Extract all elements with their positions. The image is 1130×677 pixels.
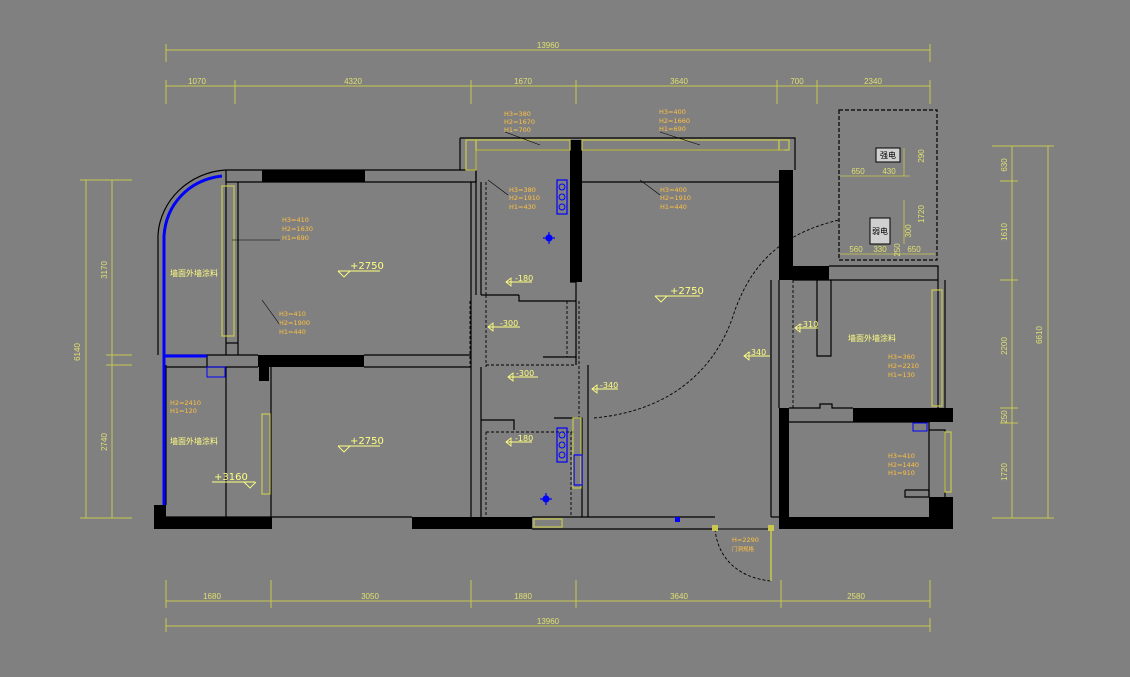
- elev-300-1: -300: [500, 319, 518, 328]
- left-total-dim: 6140: [73, 343, 82, 361]
- panel-dim-5: 560: [849, 245, 863, 254]
- annot-a9-h2: H2=1440: [888, 461, 919, 469]
- annot-a2-h1: H1=690: [659, 125, 686, 133]
- top-seg-3: 1670: [514, 77, 532, 86]
- top-total-dim: 13960: [537, 41, 560, 50]
- bottom-seg-1: 1680: [203, 592, 221, 601]
- annot-door-height: H=2290: [732, 536, 759, 544]
- fixtures: [206, 179, 928, 522]
- right-seg-4: 250: [1000, 410, 1009, 424]
- entrance-door: [712, 525, 774, 582]
- weak-current-label: 弱电: [872, 226, 888, 236]
- walls: [154, 137, 953, 530]
- annot-door-spec: 门洞规格: [732, 545, 755, 553]
- annot-a4-h1: H1=440: [660, 203, 687, 211]
- label-wall-paint-3: 墙面外墙涂料: [848, 333, 896, 343]
- annot-a7-h1: H1=120: [170, 407, 197, 415]
- elevation-marks: +2750 +2750 +2750 +3160 -180 -300 -300 -…: [212, 261, 818, 489]
- right-seg-2: 1610: [1000, 223, 1009, 241]
- right-seg-1: 630: [1000, 158, 1009, 172]
- annot-a2-h3: H3=400: [659, 108, 686, 116]
- elev-3160: +3160: [214, 472, 248, 483]
- annot-a6-h1: H1=440: [279, 328, 306, 336]
- panel-dim-1: 650: [851, 167, 865, 176]
- annot-a3-h3: H3=380: [509, 186, 536, 194]
- annot-a3-h2: H2=1910: [509, 194, 540, 202]
- top-seg-5: 700: [790, 77, 804, 86]
- panel-dim-6: 330: [873, 245, 887, 254]
- bottom-seg-3: 1880: [514, 592, 532, 601]
- annot-a7-h2: H2=2410: [170, 399, 201, 407]
- label-wall-paint-1: 墙面外墙涂料: [170, 268, 218, 278]
- panel-dim-8: 650: [907, 245, 921, 254]
- top-dimension-chain: 13960 1070 4320 1670 3640 700 2340: [165, 41, 931, 104]
- annot-a2-h2: H2=1660: [659, 117, 690, 125]
- annot-a6-h2: H2=1900: [279, 319, 310, 327]
- panel-dim-4: 1720: [917, 205, 926, 223]
- annot-a1-h1: H1=700: [504, 126, 531, 134]
- strong-current-box: [875, 147, 901, 163]
- elev-300-2: -300: [516, 369, 534, 378]
- bottom-seg-2: 3050: [361, 592, 379, 601]
- elev-340-2: -340: [748, 348, 766, 357]
- top-seg-6: 2340: [864, 77, 882, 86]
- panel-dim-7: 250: [893, 243, 902, 257]
- annot-a3-h1: H1=430: [509, 203, 536, 211]
- bottom-total-dim: 13960: [537, 617, 560, 626]
- floor-drain-2: [540, 493, 552, 505]
- elev-2750-3: +2750: [670, 286, 704, 297]
- bottom-seg-4: 3640: [670, 592, 688, 601]
- top-seg-4: 3640: [670, 77, 688, 86]
- panel-dim-2: 430: [882, 167, 896, 176]
- floor-drain-1: [543, 232, 555, 244]
- right-seg-5: 1720: [1000, 463, 1009, 481]
- bottom-seg-5: 2580: [847, 592, 865, 601]
- annot-a5-h3: H3=410: [282, 216, 309, 224]
- elev-180-2: -180: [515, 434, 533, 443]
- left-seg-2: 2740: [100, 433, 109, 451]
- bottom-dimension-chain: 1680 3050 1880 3640 2580 13960: [165, 580, 931, 632]
- curved-window-blue: [162, 174, 223, 356]
- dashed-lines: [469, 182, 840, 517]
- elev-310: -310: [800, 320, 818, 329]
- label-wall-paint-2: 墙面外墙涂料: [170, 436, 218, 446]
- elev-180-1: -180: [515, 274, 533, 283]
- radiator-2: [556, 427, 568, 463]
- room-labels: 墙面外墙涂料 墙面外墙涂料 墙面外墙涂料: [170, 268, 896, 446]
- top-seg-1: 1070: [188, 77, 206, 86]
- left-seg-1: 3170: [100, 261, 109, 279]
- right-dimension-chain: 6610 630 1610 2200 250 1720: [992, 145, 1054, 519]
- annot-a8-h1: H1=130: [888, 371, 915, 379]
- left-dimension-chain: 6140 3170 2740: [73, 179, 132, 519]
- annot-a5-h1: H1=690: [282, 234, 309, 242]
- annot-a8-h3: H3=360: [888, 353, 915, 361]
- elev-2750-1: +2750: [350, 261, 384, 272]
- windows: [221, 139, 952, 528]
- annot-a4-h2: H2=1910: [660, 194, 691, 202]
- annotations: H3=380 H2=1670 H1=700 H3=400 H2=1660 H1=…: [170, 108, 919, 553]
- elev-340-1: -340: [600, 381, 618, 390]
- panel-box: 强电 弱电 650 430 290 1720 560 330 250 650 3…: [838, 109, 938, 261]
- annot-a5-h2: H2=1630: [282, 225, 313, 233]
- top-seg-2: 4320: [344, 77, 362, 86]
- annot-a1-h3: H3=380: [504, 110, 531, 118]
- annot-a8-h2: H2=2210: [888, 362, 919, 370]
- panel-dim-3: 290: [917, 149, 926, 163]
- strong-current-label: 强电: [880, 150, 896, 160]
- right-seg-3: 2200: [1000, 337, 1009, 355]
- right-total-dim: 6610: [1035, 326, 1044, 344]
- radiator-1: [556, 179, 568, 215]
- annot-a9-h1: H1=910: [888, 469, 915, 477]
- annot-a4-h3: H3=400: [660, 186, 687, 194]
- weak-current-box: [869, 217, 891, 245]
- annot-a9-h3: H3=410: [888, 452, 915, 460]
- elev-2750-2: +2750: [350, 436, 384, 447]
- annot-a6-h3: H3=410: [279, 310, 306, 318]
- annot-a1-h2: H2=1670: [504, 118, 535, 126]
- panel-dim-9: 300: [904, 224, 913, 238]
- leader-lines: [232, 131, 701, 326]
